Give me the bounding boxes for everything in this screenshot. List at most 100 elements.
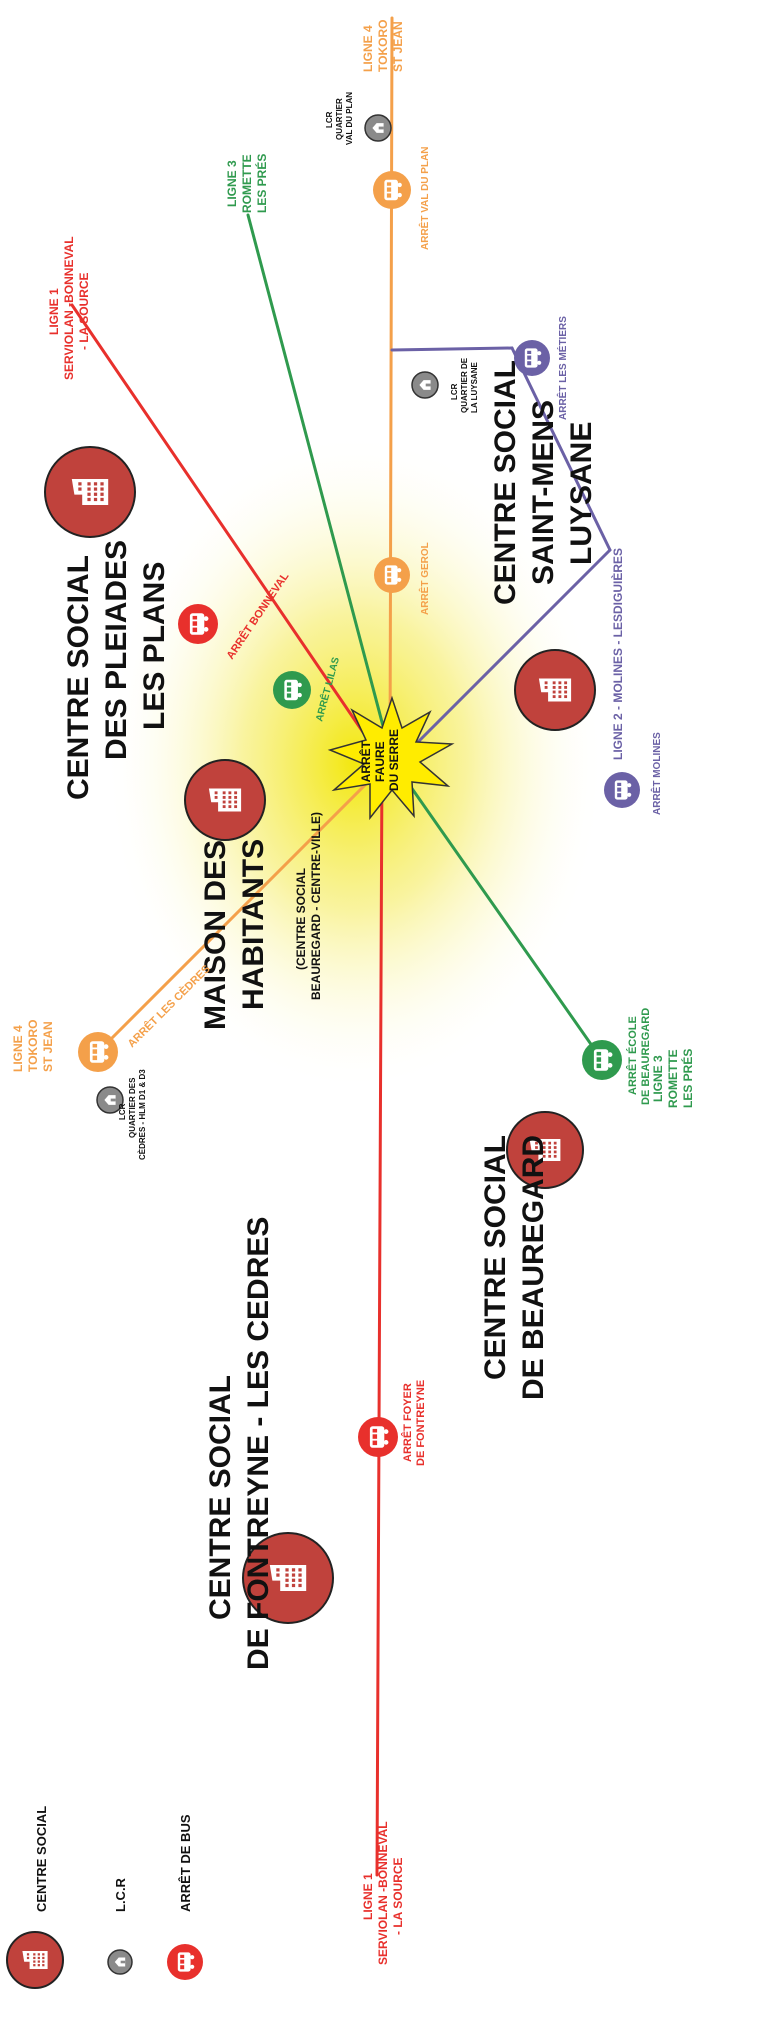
lcr-label-line: LCR [450,383,459,400]
stop-label-line: ARRÊT FOYER [401,1383,414,1462]
social-center-fontreyne[interactable]: CENTRE SOCIAL DE FONTREYNE - LES CEDRES [204,1217,334,1670]
lcr-val-du-plan[interactable]: LCR QUARTIER VAL DU PLAN [325,92,392,145]
lcr-label: LCR QUARTIER DES CÈDRES - HLM D1 & D3 [118,1069,147,1160]
center-name-line: LUYSANE [565,422,598,565]
bus-stop-label: ARRÊT FOYER DE FONTREYNE [401,1380,427,1466]
line-1-south [375,758,384,1877]
line-4-terminus-south: LIGNE 4 TOKORO ST JEAN [11,1016,55,1072]
line-label: LIGNE 4 [11,1025,25,1072]
stop-label-line: DE FONTREYNE [415,1380,427,1466]
lcr-label: LCR QUARTIER VAL DU PLAN [325,92,354,145]
stop-label-line: DE BEAUREGARD [640,1008,652,1105]
social-center-beauregard-label: CENTRE SOCIAL DE BEAUREGARD [479,1127,550,1400]
bus-stop-les-metiers[interactable]: ARRÊT LES MÉTIERS [514,316,569,420]
center-name-line: CENTRE SOCIAL [489,360,522,605]
lcr-label-line: CÈDRES - HLM D1 & D3 [138,1069,147,1160]
bus-stop-label: ARRÊT LES MÉTIERS [556,316,569,420]
bus-stop-label: ARRÊT GEROL [418,542,431,615]
lcr-label: LCR QUARTIER DE LA LUYSANE [450,356,479,413]
line-label: SERVIOLAN -BONNEVAL [62,237,76,380]
social-center-saint-mens[interactable]: CENTRE SOCIAL SAINT-MENS LUYSANE [489,352,598,731]
center-sub-line: (CENTRE SOCIAL [294,868,308,970]
line-2-main [398,548,612,762]
line-label: LIGNE 3 [225,160,239,207]
bus-stop-label: ARRÊT MOLINES [650,732,663,815]
hub-line-3: DU SERRE [387,729,401,791]
line-label: LIGNE 1 [361,1873,375,1920]
line-1-terminus-north: LIGNE 1 SERVIOLAN -BONNEVAL - LA SOURCE [47,233,91,380]
center-name-line: CENTRE SOCIAL [62,555,95,800]
legend-centre-social: CENTRE SOCIAL [6,1806,64,1989]
line-label: ST JEAN [41,1021,55,1072]
lcr-label-line: LCR [118,1103,127,1120]
center-name-line: CENTRE SOCIAL [204,1375,237,1620]
line-label: TOKORO [26,1020,40,1072]
bus-stop-val-du-plan[interactable]: ARRÊT VAL DU PLAN [373,146,431,250]
line-2-branch [390,346,514,352]
line-label: LES PRÉS [254,154,269,213]
lcr-label-line: LCR [325,111,334,128]
line-3-south [390,758,604,1062]
lcr-label-line: QUARTIER DES [128,1077,137,1138]
bus-stop-foyer-fontreyne[interactable]: ARRÊT FOYER DE FONTREYNE [358,1380,427,1466]
lcr-label-line: VAL DU PLAN [345,92,354,145]
legend: CENTRE SOCIAL L.C.R ARRÊT DE BUS [6,1806,203,1989]
social-center-maison-habitants[interactable]: MAISON DES HABITANTS (CENTRE SOCIAL BEAU… [184,759,323,1030]
line-label: LIGNE 3 [651,1055,665,1102]
line-4-terminus-north: LIGNE 4 TOKORO ST JEAN [361,16,405,72]
bus-stop-molines[interactable]: ARRÊT MOLINES [604,732,663,815]
line-label: LES PRÉS [680,1049,695,1108]
stop-label-line: ARRÊT ÉCOLE [626,1016,639,1095]
hub-label: ARRÊT FAURE DU SERRE [358,729,401,791]
maison-habitants-label: MAISON DES HABITANTS [199,832,270,1030]
social-center-pleiades-label: CENTRE SOCIAL DES PLEIADES LES PLANS [62,532,171,800]
maison-habitants-sub: (CENTRE SOCIAL BEAUREGARD - CENTRE-VILLE… [294,812,323,1000]
center-name-line: DE FONTREYNE - LES CEDRES [242,1217,275,1670]
center-name-line: SAINT-MENS [527,400,560,585]
bus-stop-label: ARRÊT ÉCOLE DE BEAUREGARD [626,1008,652,1105]
bus-stop-label: ARRÊT VAL DU PLAN [418,146,431,250]
lcr-label-line: LA LUYSANE [470,362,479,413]
route-lines [70,16,612,1877]
legend-lcr: L.C.R [107,1877,133,1975]
line-2-east [510,346,612,552]
center-sub-line: BEAUREGARD - CENTRE-VILLE) [309,812,323,1000]
center-name-line: LES PLANS [138,562,171,730]
social-center-beauregard[interactable]: CENTRE SOCIAL DE BEAUREGARD [479,1111,584,1400]
line-3-terminus-south: LIGNE 3 ROMETTE LES PRÉS [651,1046,695,1108]
hub-starburst [327,695,455,821]
hub-line-1: ARRÊT [358,740,373,782]
legend-bus-stop: ARRÊT DE BUS [167,1814,203,1980]
center-name-line: MAISON DES [199,840,232,1030]
line-label: ROMETTE [240,154,254,213]
line-4-main [388,16,394,762]
center-name-line: DE BEAUREGARD [517,1135,550,1400]
line-3-north [246,213,394,762]
line-3-terminus-north: LIGNE 3 ROMETTE LES PRÉS [225,151,269,213]
center-name-line: CENTRE SOCIAL [479,1135,512,1380]
social-center-pleiades[interactable]: CENTRE SOCIAL DES PLEIADES LES PLANS [44,446,171,800]
line-label: ST JEAN [391,21,405,72]
line-label: ROMETTE [666,1049,680,1108]
line-label: - LA SOURCE [391,1857,405,1935]
lcr-label-line: QUARTIER DE [460,357,469,413]
line-2-label: LIGNE 2 - MOLINES - LESDIGUIÈRES [610,548,625,760]
bus-stop-cedres[interactable]: ARRÊT LES CÈDRES [78,962,213,1072]
line-label: LIGNE 1 [47,288,61,335]
lcr-cedres[interactable]: LCR QUARTIER DES CÈDRES - HLM D1 & D3 [96,1069,147,1160]
lcr-luysane[interactable]: LCR QUARTIER DE LA LUYSANE [411,356,479,413]
social-center-fontreyne-label: CENTRE SOCIAL DE FONTREYNE - LES CEDRES [204,1217,275,1670]
bus-stop-ecole-beauregard[interactable]: ARRÊT ÉCOLE DE BEAUREGARD [582,1008,652,1105]
line-4-cedres [96,758,392,1054]
center-name-line: DES PLEIADES [100,540,133,760]
bus-stop-gerol[interactable]: ARRÊT GEROL [374,542,431,615]
line-1-north [70,303,384,762]
line-label: LIGNE 4 [361,25,375,72]
legend-centre-label: CENTRE SOCIAL [34,1806,49,1912]
line-label: TOKORO [376,20,390,72]
line-label: - LA SOURCE [77,272,91,350]
lcr-label-line: QUARTIER [335,98,344,140]
hub-line-2: FAURE [373,741,387,782]
hub-halo [105,432,605,1092]
